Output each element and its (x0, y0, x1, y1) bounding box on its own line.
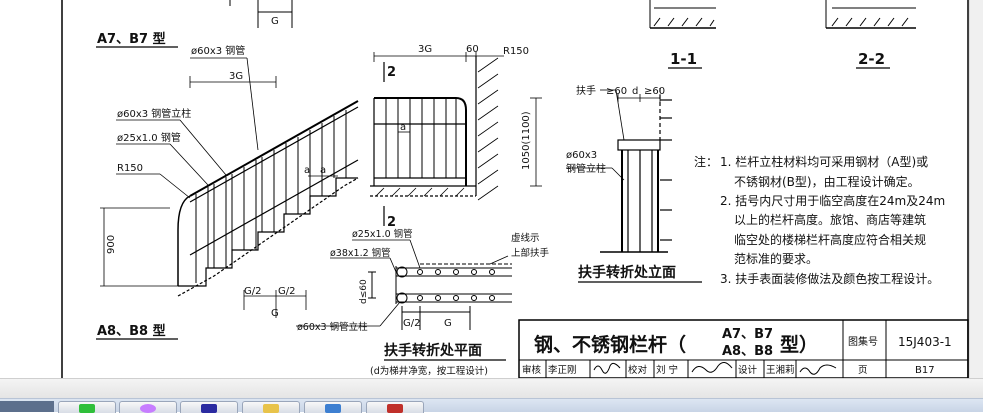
note-line-1: 1. 栏杆立柱材料均可采用钢材（A型)或 (720, 154, 928, 169)
label-a-stair: a (304, 165, 310, 176)
plan-label-38: ø38x1.2 钢管 (330, 247, 391, 259)
elev-label-d: d (632, 86, 638, 97)
plan-label-25: ø25x1.0 钢管 (352, 228, 413, 240)
plan-title: 扶手转折处平面 (384, 342, 482, 359)
app-icon-3 (201, 404, 217, 413)
designer-name: 王湘莉 (766, 364, 795, 376)
plan-leaders (296, 239, 509, 327)
label-1050: 1050(1100) (521, 111, 532, 170)
plan-title-note: (d为梯井净宽，按工程设计) (370, 365, 488, 377)
app-icon-4 (263, 404, 279, 413)
notes-heading: 注： (694, 154, 718, 169)
wall-hatch (375, 57, 499, 201)
signature-marks (593, 362, 837, 375)
label-steel-pipe-top: ø60x3 钢管 (191, 44, 245, 57)
label-a-landing: a (400, 122, 406, 133)
turn-elevation-dims (566, 89, 661, 181)
reviewer-name: 李正刚 (548, 364, 577, 376)
label-a-stair-2: a (320, 165, 326, 176)
page-label: 页 (858, 365, 868, 376)
section-label-1-1: 1-1 (670, 50, 697, 68)
label-steel-post: ø60x3 钢管立柱 (117, 107, 191, 120)
title-main-prefix: 钢、不锈钢栏杆（ (534, 333, 686, 356)
landing-dims (308, 52, 542, 187)
note-line-4: 以上的栏杆高度。旅馆、商店等建筑 (734, 212, 926, 227)
label-g2-b: G/2 (278, 286, 295, 297)
plan-view (368, 263, 512, 330)
taskbar-app-2[interactable] (119, 401, 177, 413)
elev-label-handrail: 扶手 (576, 84, 596, 97)
taskbar-app-5[interactable] (304, 401, 362, 413)
section-top-right (649, 0, 916, 29)
note-line-7: 3. 扶手表面装修做法及颜色按工程设计。 (720, 271, 939, 286)
plan-dim-g: G (444, 318, 452, 329)
top-partial-dim (229, 0, 293, 28)
note-line-2: 不锈钢材(B型)，由工程设计确定。 (734, 174, 920, 189)
label-3g-stair: 3G (229, 71, 243, 82)
checker-name: 刘 宁 (656, 364, 678, 376)
app-icon-2 (140, 404, 156, 413)
elev-title: 扶手转折处立面 (578, 264, 676, 281)
stair-elevation (177, 100, 359, 297)
note-line-3: 2. 括号内尺寸用于临空高度在24m及24m (720, 193, 945, 208)
label-radius: R150 (117, 163, 143, 174)
stair-balusters (195, 110, 347, 283)
app-icon-5 (325, 404, 341, 413)
drawing-canvas: G A7、B7 型 A8、B8 型 ø60x3 (61, 0, 969, 378)
type-label-a7b7: A7、B7 型 (97, 31, 166, 47)
type-label-a8b8: A8、B8 型 (97, 323, 166, 339)
plan-label-post: ø60x3 钢管立柱 (297, 321, 368, 333)
landing-balusters (385, 98, 457, 178)
check-label: 校对 (628, 364, 648, 376)
title-types-bottom: A8、B8 (722, 344, 773, 359)
label-g2-a: G/2 (244, 286, 261, 297)
page-number: B17 (915, 365, 935, 376)
plan-dim-g2: G/2 (403, 318, 420, 329)
title-types-top: A7、B7 (722, 327, 773, 342)
start-button[interactable] (0, 401, 54, 412)
taskbar-app-4[interactable] (242, 401, 300, 413)
label-steel-small: ø25x1.0 钢管 (117, 131, 181, 144)
atlas-label: 图集号 (848, 335, 878, 348)
section-mark-top: 2 (387, 65, 396, 80)
design-label: 设计 (738, 364, 758, 376)
elev-label-post-2: 钢管立柱 (566, 162, 606, 175)
turn-elevation (600, 88, 672, 253)
notes-block: 注： 1. 栏杆立柱材料均可采用钢材（A型)或 不锈钢材(B型)，由工程设计确定… (694, 154, 945, 286)
stair-leaders (100, 57, 307, 318)
title-main-suffix: 型） (780, 333, 818, 356)
section-mark-bottom: 2 (387, 215, 396, 230)
taskbar-app-6[interactable] (366, 401, 424, 413)
label-900: 900 (106, 235, 117, 254)
review-label: 审核 (522, 364, 542, 376)
taskbar-app-3[interactable] (180, 401, 238, 413)
atlas-number: 15J403-1 (898, 335, 952, 349)
drawing-sheet: G A7、B7 型 A8、B8 型 ø60x3 (61, 0, 969, 378)
title-block (518, 319, 969, 378)
plan-note-dashed-1: 虚线示 (511, 232, 540, 244)
horizontal-scrollbar[interactable] (0, 378, 983, 399)
label-r150-landing: R150 (503, 46, 529, 57)
plan-note-dashed-2: 上部扶手 (511, 247, 550, 259)
vertical-scrollbar[interactable] (969, 0, 983, 378)
app-icon-1 (79, 404, 95, 413)
label-3g-landing: 3G (418, 44, 432, 55)
note-line-6: 范标准的要求。 (734, 251, 818, 266)
app-icon-6 (387, 404, 403, 413)
landing-elevation (370, 56, 477, 226)
taskbar-app-1[interactable] (58, 401, 116, 413)
top-dim-g: G (271, 16, 279, 27)
label-60-landing: 60 (466, 44, 479, 55)
note-line-5: 临空处的楼梯栏杆高度应符合相关规 (734, 232, 926, 247)
label-g-stair: G (271, 308, 279, 319)
taskbar (0, 398, 983, 413)
section-label-2-2: 2-2 (858, 50, 885, 68)
elev-label-ge60-2: ≥60 (644, 86, 665, 97)
elev-label-post-1: ø60x3 (566, 150, 597, 161)
elev-label-ge60-1: ≥60 (606, 86, 627, 97)
plan-dim-d: d≤60 (359, 279, 369, 304)
